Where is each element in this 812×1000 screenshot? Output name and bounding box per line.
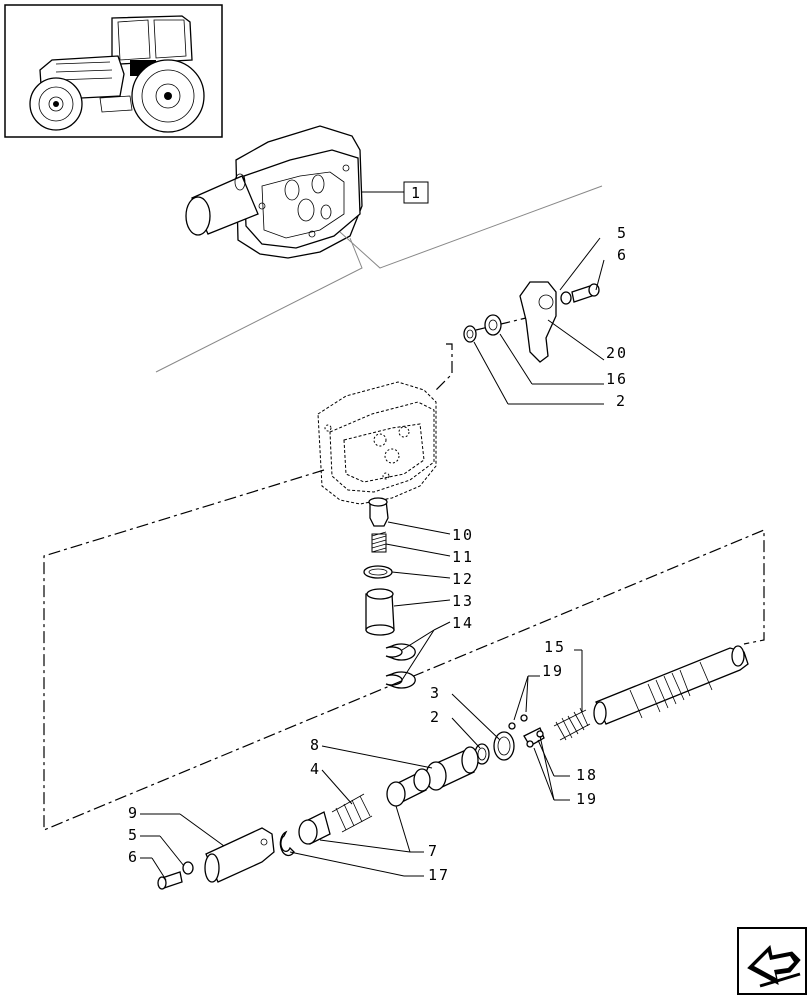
reference-box-label: 1 [411,184,422,202]
valve-block-ghost [317,381,437,505]
callout-15: 15 [544,638,566,656]
callout-11: 11 [452,548,474,566]
callout-6-bottom: 6 [128,848,139,866]
callout-18: 18 [576,766,598,784]
bracket-group [463,281,600,363]
valve-assembly-overview: 1 [185,125,429,259]
callout-19-top: 19 [542,662,564,680]
leader-lines-bottom [140,649,583,881]
callout-9: 9 [128,804,139,822]
callout-17: 17 [428,866,450,884]
explosion-guide-lines [155,185,603,373]
callout-labels: 5 6 20 16 2 10 11 12 13 14 15 19 3 2 8 4… [128,224,628,884]
callout-6-top: 6 [617,246,628,264]
callout-10: 10 [452,526,474,544]
leader-lines-top [473,237,605,405]
callout-2-mid: 2 [430,708,441,726]
callout-3: 3 [430,684,441,702]
callout-12: 12 [452,570,474,588]
leader-lines-stack [385,521,451,681]
callout-5-top: 5 [617,224,628,242]
callout-2-top: 2 [616,392,627,410]
callout-16: 16 [606,370,628,388]
callout-4: 4 [310,760,321,778]
callout-8: 8 [310,736,321,754]
callout-20: 20 [606,344,628,362]
callout-14: 14 [452,614,474,632]
next-page-arrow-icon[interactable] [737,927,807,995]
tractor-thumbnail-icon [4,4,223,138]
callout-7: 7 [428,842,439,860]
spool-assembly [157,645,749,890]
callout-5-bottom: 5 [128,826,139,844]
callout-13: 13 [452,592,474,610]
connection-lines [43,317,765,831]
plunger-stack [363,497,416,689]
callout-19-bottom: 19 [576,790,598,808]
